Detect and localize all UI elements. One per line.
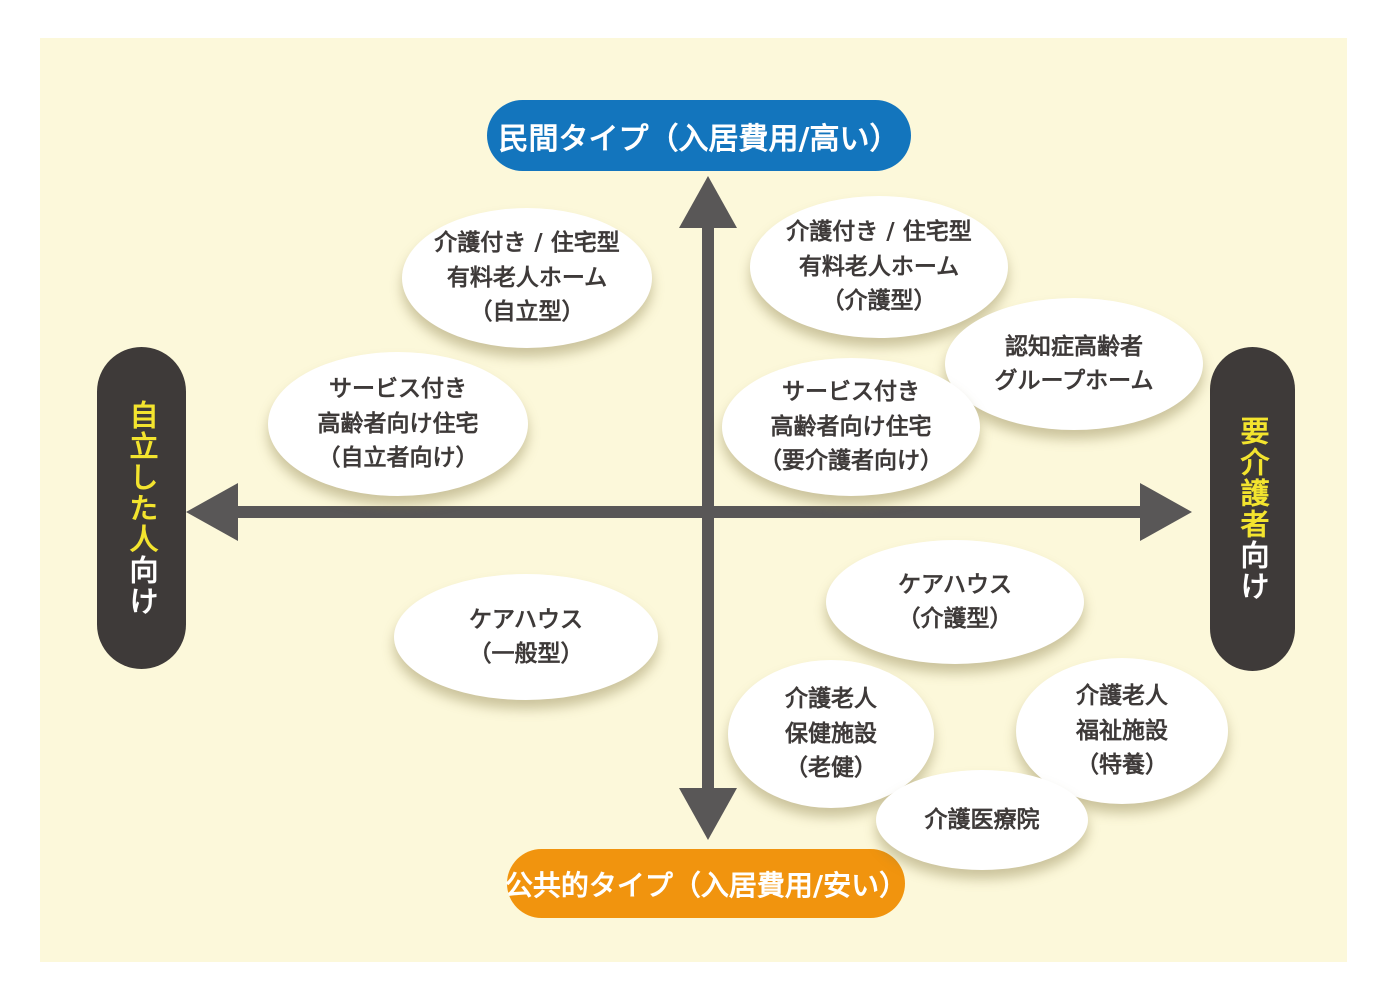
arrow-left-icon	[186, 483, 238, 541]
right-axis-vertical-text: 要介護者向け	[1236, 416, 1270, 602]
bubble-line: 介護付き / 住宅型	[434, 230, 620, 257]
top-axis-title-label: 民間タイプ（入居費用/高い）	[498, 121, 900, 157]
bubble-line: 介護医療院	[924, 806, 1040, 833]
facility-bubble-care-medical-clinic: 介護医療院	[876, 770, 1088, 870]
facility-bubble-paid-home-independent: 介護付き / 住宅型 有料老人ホーム （自立型）	[402, 208, 652, 348]
left-axis-rest-text: 向け	[125, 554, 159, 617]
bubble-line: 高齢者向け住宅	[317, 410, 479, 437]
bubble-line: 介護老人	[785, 686, 877, 713]
facility-bubble-care-house-care: ケアハウス （介護型）	[826, 540, 1084, 664]
bubble-line: 有料老人ホーム	[798, 253, 960, 280]
facility-bubble-paid-home-care: 介護付き / 住宅型 有料老人ホーム （介護型）	[750, 196, 1008, 338]
right-axis-label-care-needed: 要介護者向け	[1210, 347, 1295, 671]
bubble-line: （介護型）	[821, 288, 937, 315]
bubble-line: 認知症高齢者	[1005, 333, 1143, 360]
facility-bubble-care-house-general: ケアハウス （一般型）	[394, 574, 658, 700]
facility-bubble-tokuyo: 介護老人 福祉施設 （特養）	[1016, 658, 1228, 804]
bubble-line: 福祉施設	[1076, 717, 1168, 744]
bubble-line: （老健）	[785, 755, 877, 782]
bubble-line: サービス付き	[782, 379, 920, 406]
right-axis-rest-text: 向け	[1236, 540, 1270, 602]
bubble-line: （特養）	[1076, 752, 1168, 779]
bubble-line: （要介護者向け）	[759, 448, 943, 475]
arrow-up-icon	[679, 176, 737, 228]
bubble-line: （介護型）	[897, 606, 1013, 632]
bubble-line: 保健施設	[785, 720, 877, 747]
top-axis-title-private-type: 民間タイプ（入居費用/高い）	[487, 100, 911, 171]
facility-bubble-dementia-group-home: 認知症高齢者 グループホーム	[945, 298, 1203, 430]
vertical-axis-line	[702, 226, 714, 788]
bubble-line: （自立者向け）	[317, 445, 479, 472]
right-axis-highlight-text: 要介護者	[1236, 416, 1270, 540]
arrow-right-icon	[1140, 483, 1192, 541]
facility-bubble-service-housing-care: サービス付き 高齢者向け住宅 （要介護者向け）	[722, 358, 980, 496]
bubble-line: 有料老人ホーム	[446, 264, 608, 291]
bubble-line: ケアハウス	[897, 571, 1013, 598]
bubble-line: グループホーム	[994, 368, 1154, 394]
bubble-line: 介護付き / 住宅型	[786, 219, 972, 246]
bottom-axis-title-label: 公共的タイプ（入居費用/安い）	[504, 868, 908, 902]
bubble-line: 高齢者向け住宅	[770, 413, 932, 440]
bubble-line: 介護老人	[1076, 683, 1168, 710]
bubble-line: （一般型）	[468, 641, 584, 667]
left-axis-label-independent: 自立した人向け	[97, 347, 186, 669]
facility-bubble-service-housing-independent: サービス付き 高齢者向け住宅 （自立者向け）	[268, 352, 528, 496]
horizontal-axis-line	[232, 506, 1142, 518]
bottom-axis-title-public-type: 公共的タイプ（入居費用/安い）	[504, 849, 908, 918]
left-axis-vertical-text: 自立した人向け	[125, 399, 159, 617]
bubble-line: （自立型）	[469, 299, 585, 326]
arrow-down-icon	[679, 788, 737, 840]
bubble-line: ケアハウス	[468, 606, 584, 633]
left-axis-highlight-text: 自立した人	[125, 399, 159, 555]
bubble-line: サービス付き	[329, 376, 467, 403]
facility-bubble-roken: 介護老人 保健施設 （老健）	[728, 660, 934, 808]
